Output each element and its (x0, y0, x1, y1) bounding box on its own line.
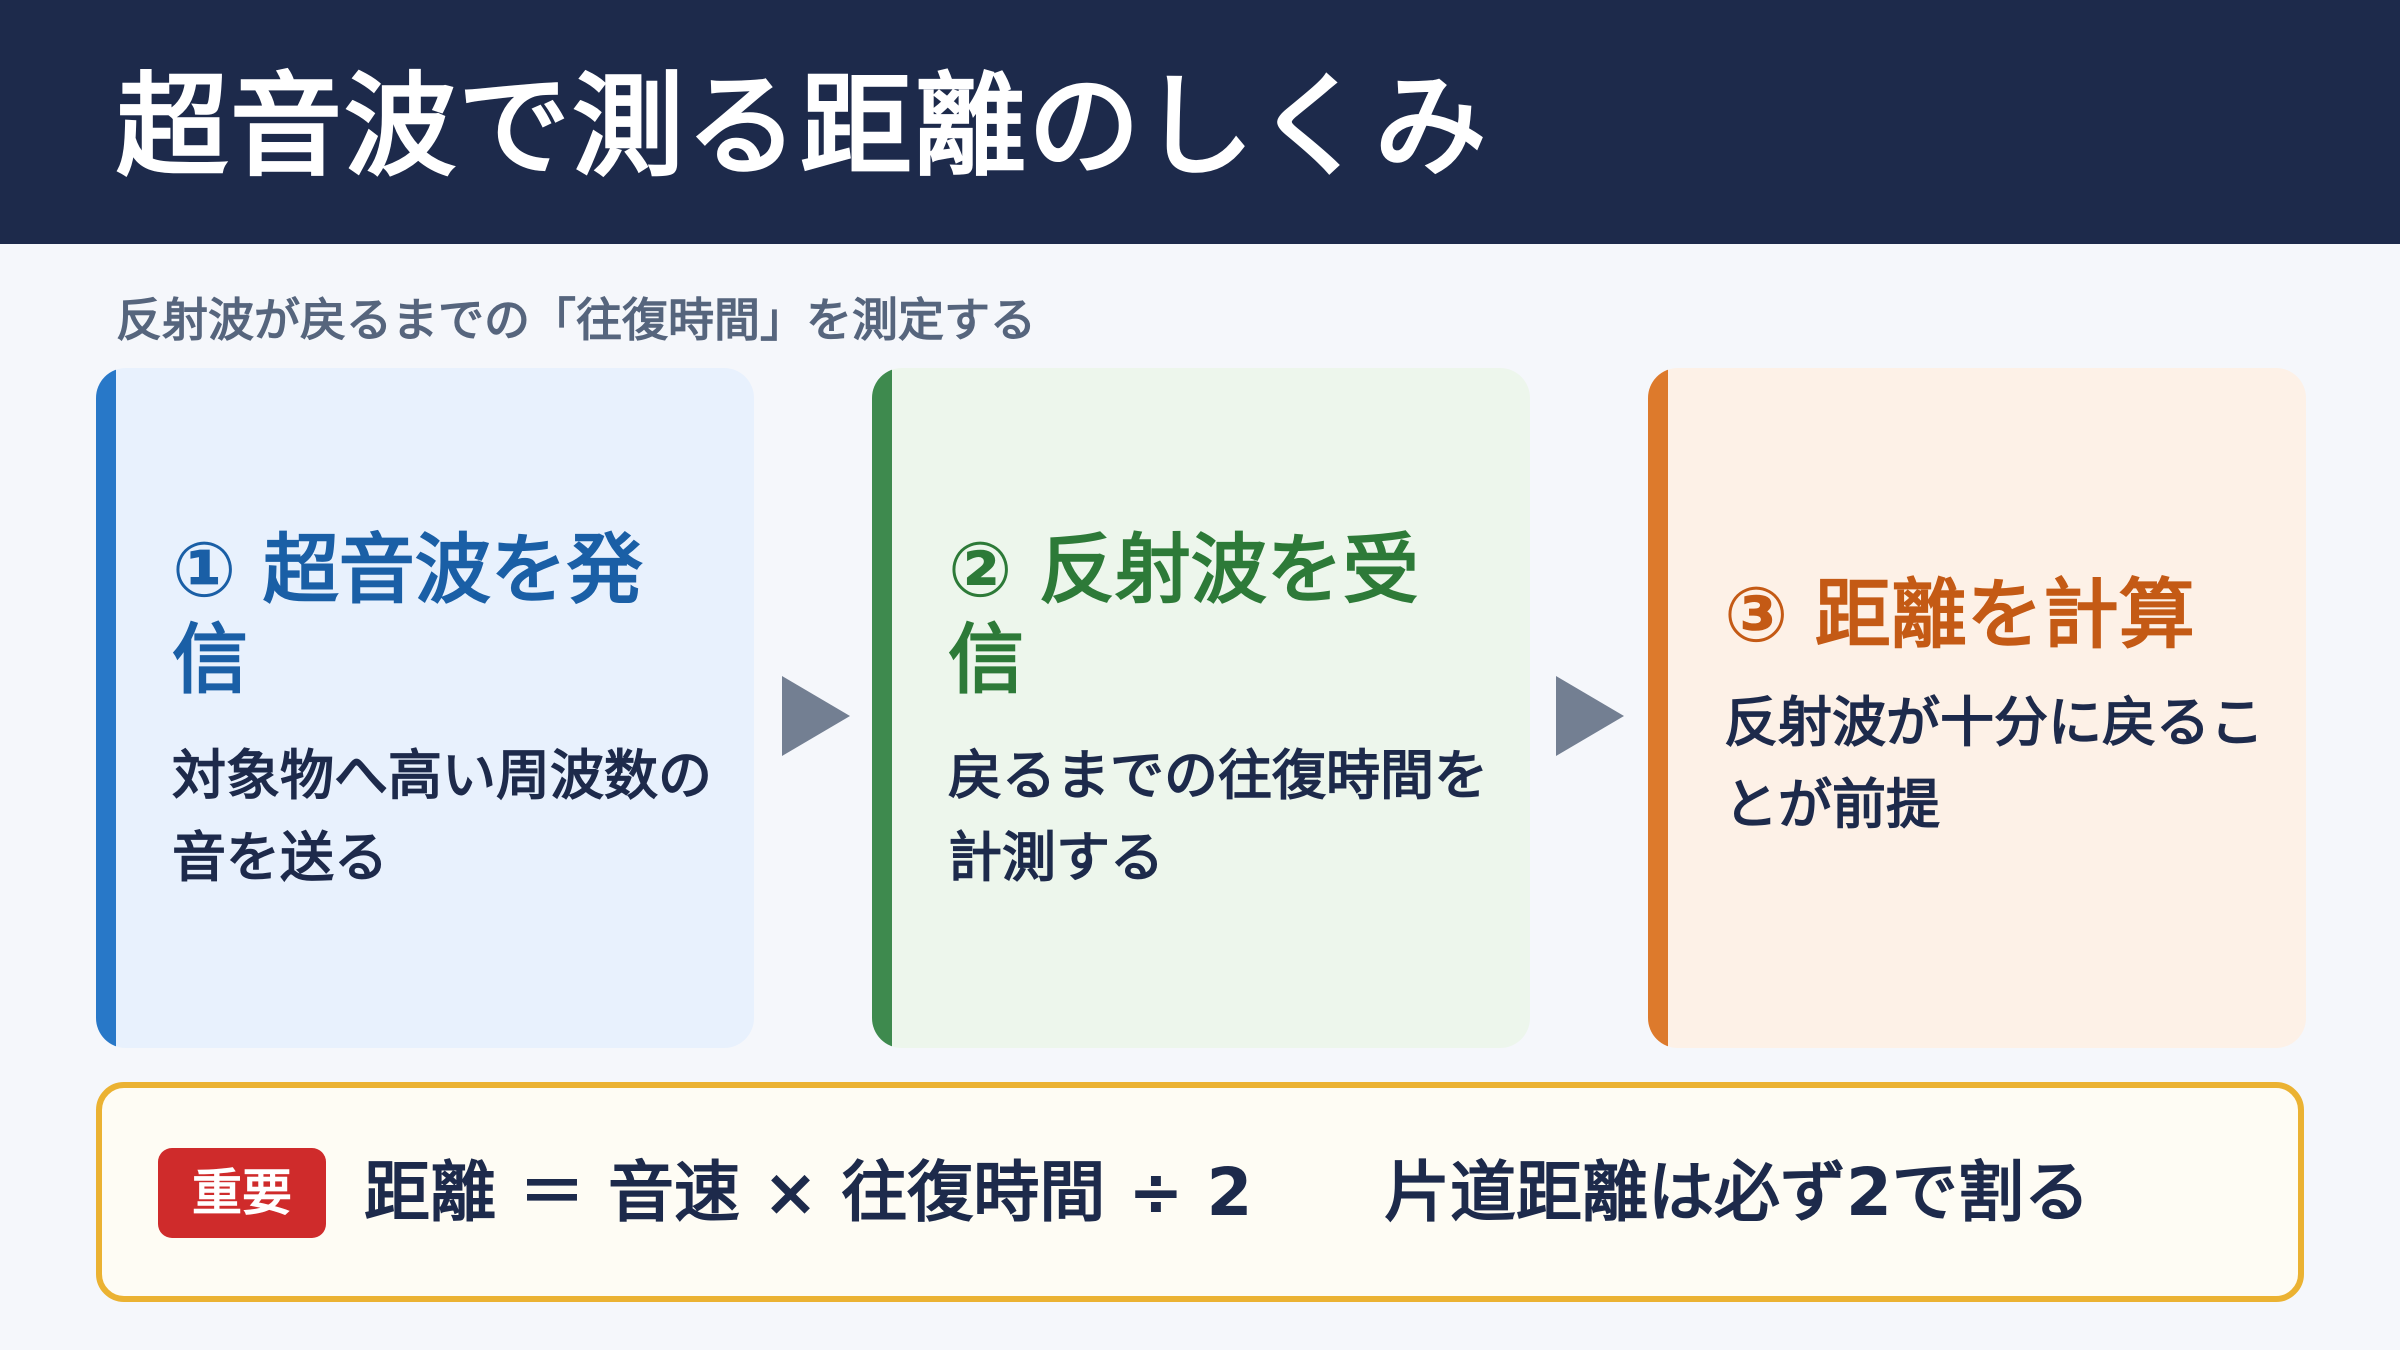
step-description: 対象物へ高い周波数の音を送る (172, 744, 712, 889)
important-badge: 重要 (158, 1148, 326, 1238)
step-title: ① 超音波を発信 (172, 525, 643, 704)
step-accent-bar (96, 368, 116, 1048)
distance-formula: 距離 ＝ 音速 × 往復時間 ÷ 2 (364, 1154, 1253, 1231)
step-card-calculate: ③ 距離を計算 反射波が十分に戻ることが前提 (1648, 368, 2306, 1048)
arrow-right-icon (1556, 676, 1624, 756)
step-title: ③ 距離を計算 (1724, 570, 2195, 659)
header-banner: 超音波で測る距離のしくみ (0, 0, 2400, 244)
important-note-box: 重要 距離 ＝ 音速 × 往復時間 ÷ 2 片道距離は必ず2で割る (96, 1082, 2304, 1302)
step-description: 反射波が十分に戻ることが前提 (1724, 691, 2264, 836)
step-accent-bar (1648, 368, 1668, 1048)
step-card-send: ① 超音波を発信 対象物へ高い周波数の音を送る (96, 368, 754, 1048)
page-title: 超音波で測る距離のしくみ (116, 62, 1489, 192)
step-accent-bar (872, 368, 892, 1048)
page-subtitle: 反射波が戻るまでの「往復時間」を測定する (116, 293, 1036, 347)
note-text: 片道距離は必ず2で割る (1384, 1154, 2090, 1231)
step-card-receive: ② 反射波を受信 戻るまでの往復時間を計測する (872, 368, 1530, 1048)
step-description: 戻るまでの往復時間を計測する (948, 744, 1488, 889)
step-title: ② 反射波を受信 (948, 525, 1419, 704)
arrow-right-icon (782, 676, 850, 756)
